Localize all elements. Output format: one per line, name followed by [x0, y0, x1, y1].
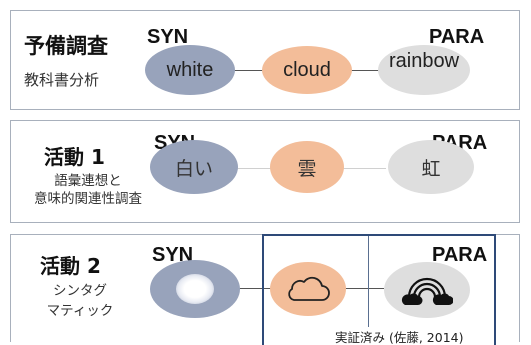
syn-node: white — [145, 45, 235, 95]
node-label: 虹 — [421, 157, 441, 180]
syn-node: 白い — [150, 140, 238, 194]
connector-line — [342, 288, 384, 290]
cloud-icon — [288, 276, 330, 301]
para-label: PARA — [432, 244, 488, 266]
center-node: 雲 — [270, 141, 344, 193]
connector-line — [336, 168, 386, 170]
subtitle-line: シンタグ — [53, 283, 107, 299]
connector-line — [222, 70, 277, 72]
row-title: 活動 1 — [44, 145, 105, 169]
row-title: 予備調査 — [24, 34, 108, 58]
center-node: cloud — [262, 46, 352, 94]
verified-highlight-frame — [262, 234, 496, 345]
row-subtitle: 教科書分析 — [24, 71, 100, 89]
connector-line — [342, 70, 388, 72]
frame-divider — [368, 236, 370, 329]
rainbow-cloud-icon — [401, 277, 453, 305]
para-node: 虹 — [388, 140, 474, 194]
para-label: PARA — [429, 26, 485, 48]
white-blur-image-icon — [176, 274, 214, 304]
verified-note: 実証済み (佐藤, 2014) — [332, 327, 467, 345]
para-node: rainbow — [378, 45, 470, 95]
subtitle-line: 意味的関連性調査 — [34, 191, 142, 208]
connector-line — [230, 168, 280, 170]
row-subtitle: 語彙連想と 意味的関連性調査 — [18, 172, 158, 208]
connector-line — [234, 288, 274, 290]
subtitle-line: マティック — [46, 302, 114, 319]
node-label: rainbow — [388, 49, 460, 72]
subtitle-line: 語彙連想と — [54, 173, 122, 189]
syn-label: SYN — [147, 26, 189, 48]
node-label: 白い — [174, 157, 213, 180]
node-label: 雲 — [297, 157, 317, 180]
para-node — [384, 262, 470, 318]
center-node — [270, 262, 346, 316]
syn-node — [150, 260, 240, 318]
node-label: cloud — [283, 58, 331, 81]
row-subtitle: シンタグ マティック — [20, 282, 140, 321]
row-title: 活動 2 — [40, 254, 101, 278]
node-label: white — [166, 58, 214, 81]
